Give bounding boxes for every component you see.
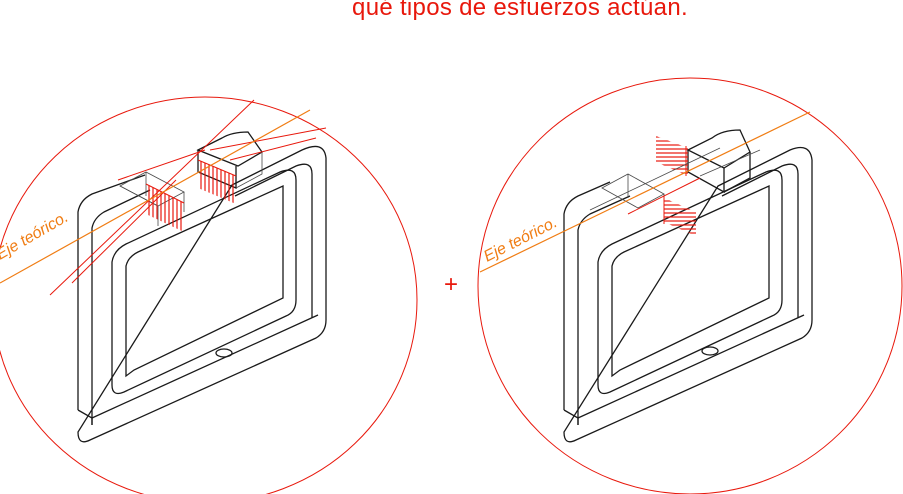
right-construction-lines [589, 147, 761, 211]
right-cut-block-upper [686, 129, 751, 194]
right-detail-circle [477, 77, 903, 494]
left-panel: Eje teórico. [0, 96, 418, 494]
right-frame-opening [597, 169, 783, 395]
right-frame-hole [701, 346, 719, 356]
left-frame-opening [111, 169, 297, 395]
left-frame-inner-lip [125, 184, 284, 378]
right-frame-front [577, 163, 799, 425]
left-frame-front [91, 163, 313, 425]
right-axis-label: Eje teórico. [481, 214, 560, 265]
left-detail-circle [0, 96, 418, 494]
right-axis-line [479, 111, 811, 273]
right-stress-lower [663, 196, 696, 236]
left-axis-line [0, 109, 311, 284]
right-frame-bottom-edge [577, 314, 805, 419]
right-red-lines [627, 177, 701, 215]
left-frame-bottom-edge [91, 314, 319, 419]
left-stress-upper [197, 159, 237, 204]
right-frame-inner-lip [611, 184, 770, 378]
left-frame-outer [77, 145, 327, 443]
left-frame-hole [215, 348, 233, 358]
plus-operator: + [444, 271, 458, 298]
page-heading: qué tipos de esfuerzos actúan. [352, 0, 688, 21]
right-stress-upper [656, 136, 688, 176]
left-axis-label: Eje teórico. [0, 209, 71, 264]
right-panel: Eje teórico. [477, 77, 903, 494]
right-frame-outer [563, 146, 813, 443]
